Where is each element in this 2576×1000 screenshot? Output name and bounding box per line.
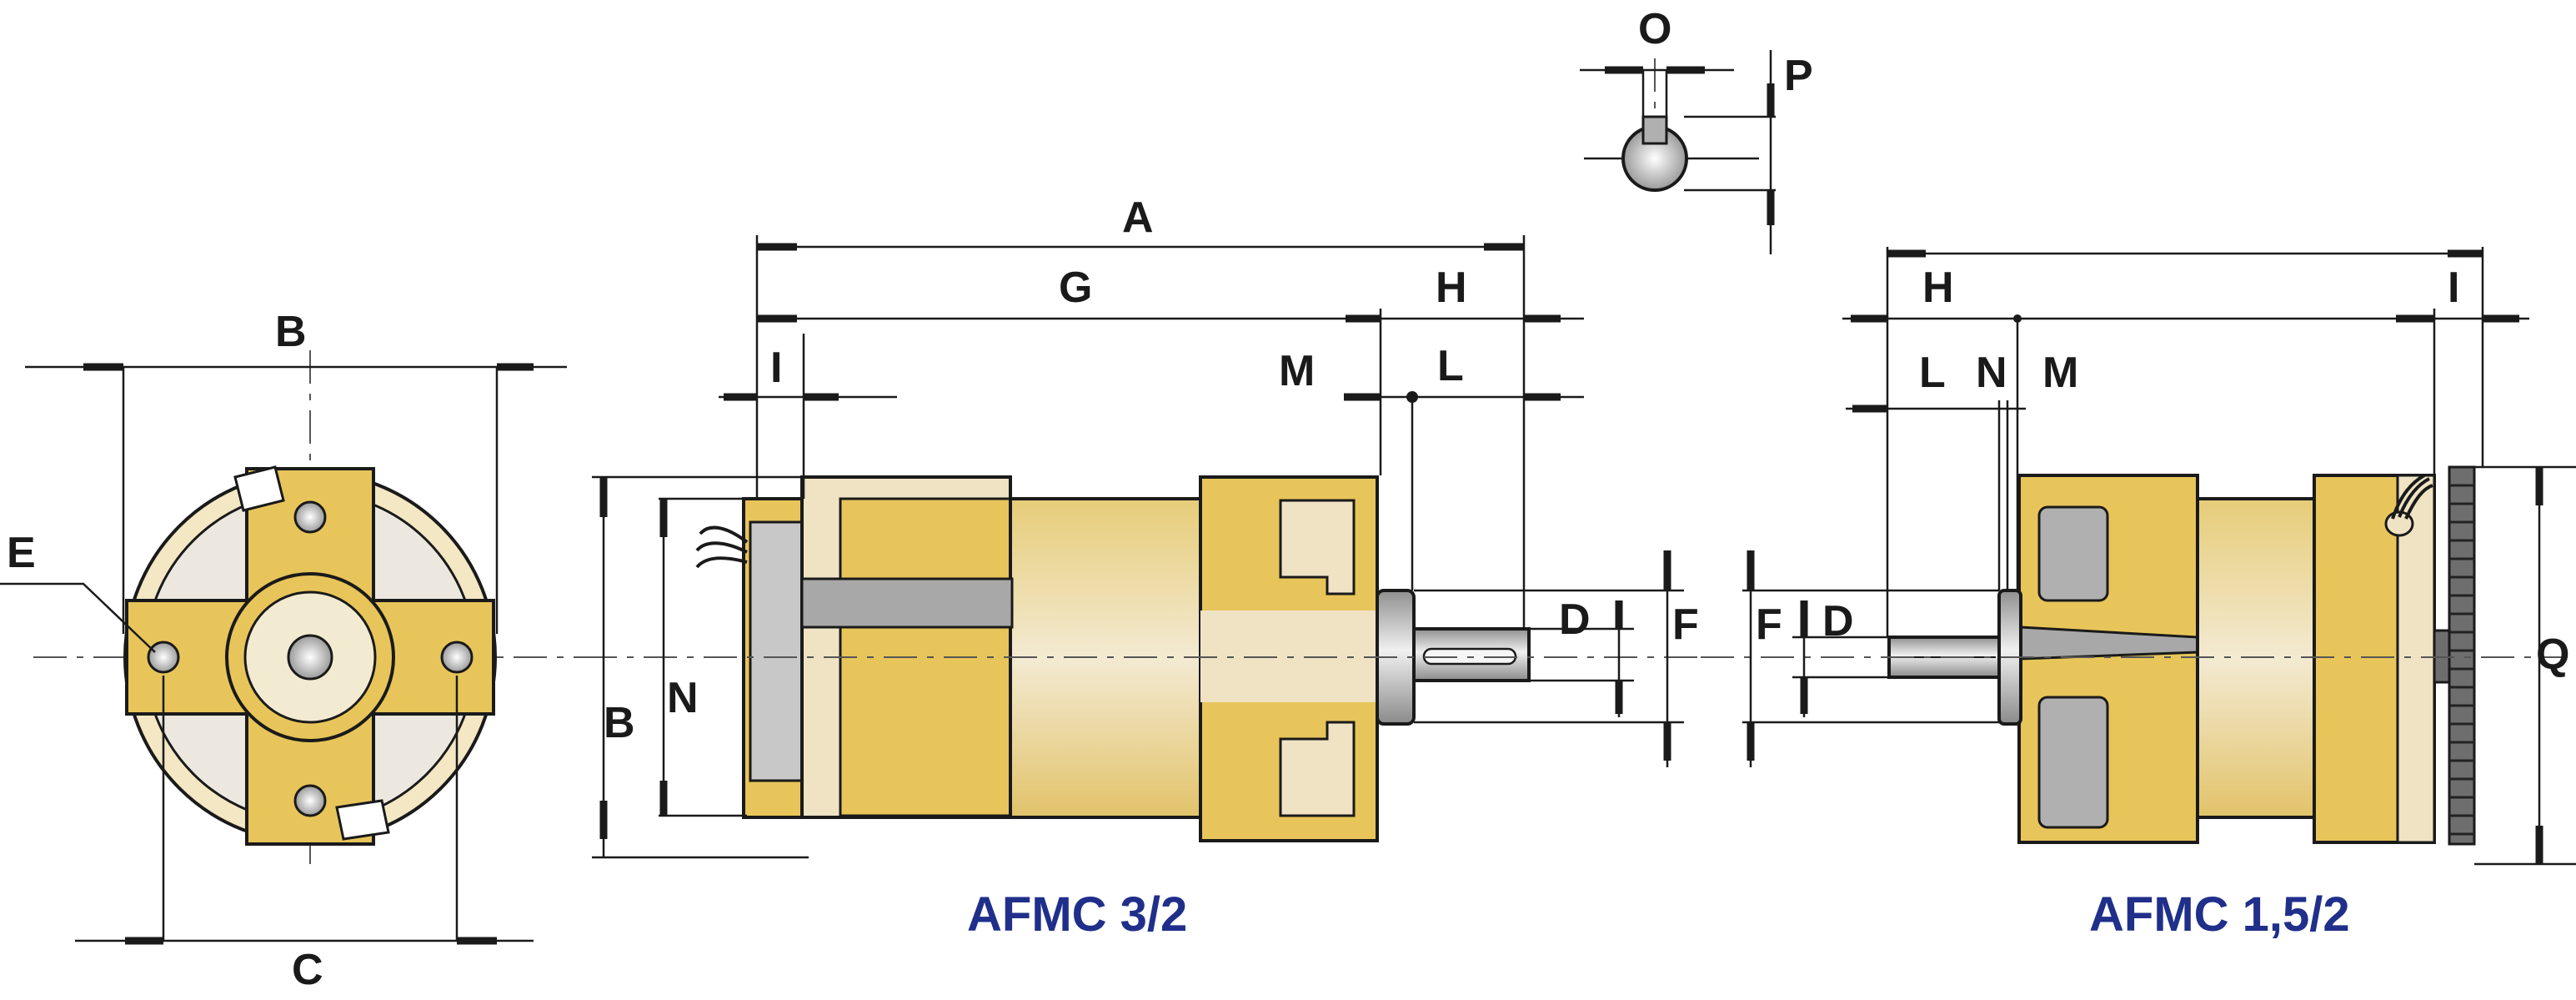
label-right-L: L [1919,349,1946,397]
label-left-N: N [667,674,699,722]
label-left-L: L [1437,342,1464,390]
bolt-hole-right [440,641,474,674]
label-right-Q: Q [2536,631,2569,679]
model-label-right: AFMC 1,5/2 [2089,887,2350,942]
bolt-hole-top [293,500,327,534]
right-gear-rack [2448,465,2476,846]
model-label-left: AFMC 3/2 [967,887,1187,942]
label-right-M: M [2042,349,2078,397]
label-front-C: C [292,946,323,994]
front-shaft-end [287,634,333,681]
label-right-N: N [1976,349,2007,397]
label-left-A: A [1122,193,1154,242]
label-left-B: B [604,699,635,747]
label-front-E: E [7,529,36,577]
label-right-H: H [1922,264,1954,312]
label-front-B: B [275,308,307,356]
key-detail: O P [1580,5,1813,254]
bolt-hole-bottom [293,784,327,817]
label-right-F: F [1756,601,1782,649]
front-view: B C E [0,308,600,994]
label-key-O: O [1638,5,1671,53]
key [1641,115,1668,145]
label-key-P: P [1784,52,1813,100]
label-left-D: D [1559,595,1591,644]
label-left-H: H [1436,264,1467,312]
side-view-afmc-1-5-2: H I L N M F D Q AFMC 1,5/2 [1701,247,2576,942]
label-right-D: D [1822,597,1854,646]
label-left-F: F [1672,601,1699,649]
side-view-afmc-3-2: A G H I M L D F [584,193,1701,942]
label-left-I: I [770,344,782,392]
label-left-M: M [1279,347,1315,395]
label-left-G: G [1059,264,1092,312]
bolt-hole-left [147,641,180,674]
label-right-I: I [2448,264,2459,312]
